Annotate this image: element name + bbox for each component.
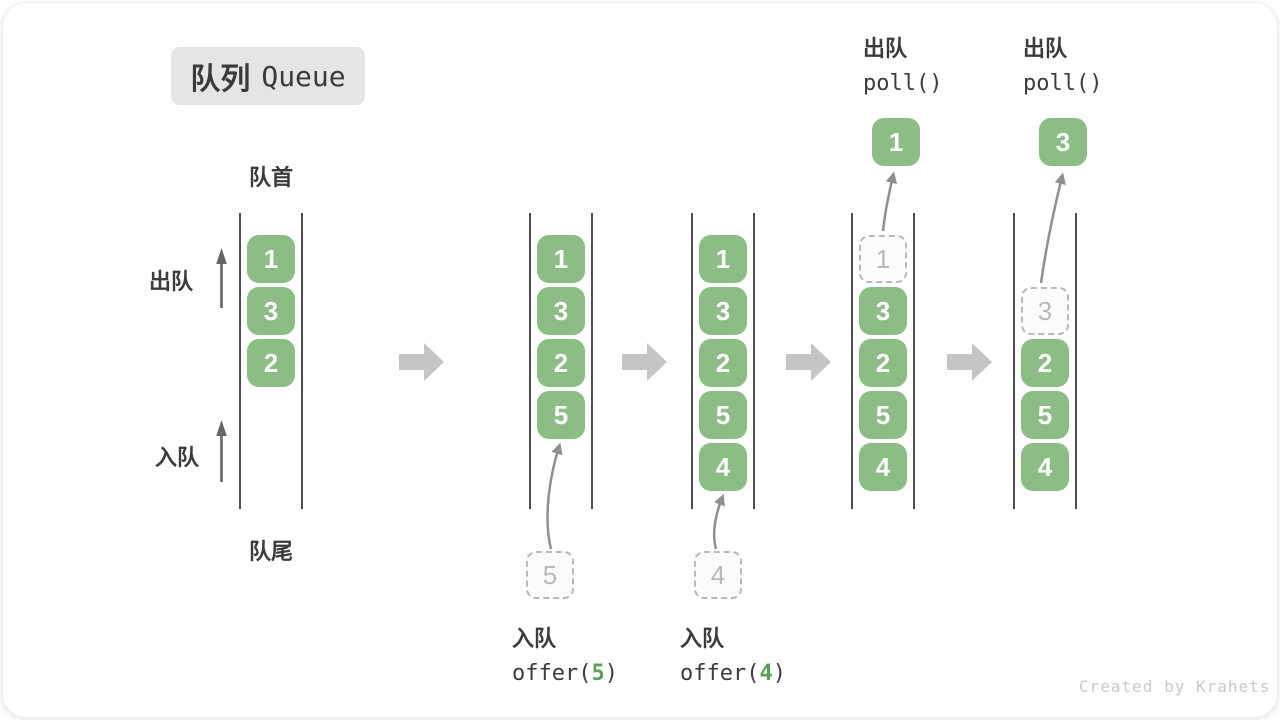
queue-front-label: 队首 — [248, 165, 293, 190]
queue-element: 2 — [247, 339, 295, 387]
queue-element: 5 — [699, 391, 747, 439]
code-post: ) — [772, 661, 786, 686]
staging-element-dashed: 5 — [526, 551, 574, 599]
queue-wall — [691, 213, 693, 509]
queue-element: 3 — [699, 287, 747, 335]
code-post: ) — [604, 661, 618, 686]
queue-wall — [753, 213, 755, 509]
operation-label-poll-3: 出队 poll() — [1023, 31, 1102, 96]
queue-element: 3 — [537, 287, 585, 335]
enqueue-side-label: 入队 — [155, 445, 200, 470]
queue-element: 5 — [537, 391, 585, 439]
queue-wall — [851, 213, 853, 509]
code-pre: offer( — [680, 661, 760, 686]
queue-element: 2 — [537, 339, 585, 387]
title-cjk: 队列 — [190, 63, 251, 96]
removed-element-dashed: 1 — [859, 235, 907, 283]
queue-element: 4 — [859, 443, 907, 491]
dequeue-motion-arrow-icon — [1039, 172, 1066, 284]
code-arg: 5 — [591, 661, 605, 686]
code-pre: offer( — [512, 661, 592, 686]
staging-element-dashed: 4 — [694, 551, 742, 599]
next-step-arrow-icon — [399, 343, 444, 381]
operation-label-poll-1: 出队 poll() — [863, 31, 942, 96]
queue-wall — [239, 213, 241, 509]
queue-element: 5 — [859, 391, 907, 439]
queue-element: 2 — [1021, 339, 1069, 387]
operation-label-offer-5: 入队 offer(5) — [512, 621, 618, 686]
operation-code: offer(5) — [512, 661, 618, 686]
queue-element: 2 — [699, 339, 747, 387]
queue-element: 3 — [247, 287, 295, 335]
queue-wall — [1075, 213, 1077, 509]
queue-element: 2 — [859, 339, 907, 387]
dequeue-motion-arrow-icon — [881, 171, 898, 232]
enqueue-motion-arrow-icon — [546, 442, 563, 550]
operation-action: 出队 — [1023, 36, 1068, 61]
queue-element: 3 — [859, 287, 907, 335]
queue-wall — [301, 213, 303, 509]
popped-element: 3 — [1039, 118, 1087, 166]
removed-element-dashed: 3 — [1021, 287, 1069, 335]
code-arg: 4 — [759, 661, 773, 686]
queue-rear-label: 队尾 — [248, 539, 293, 564]
queue-element: 5 — [1021, 391, 1069, 439]
operation-code: offer(4) — [680, 661, 786, 686]
operation-action: 入队 — [512, 626, 557, 651]
operation-code: poll() — [863, 71, 943, 96]
next-step-arrow-icon — [622, 343, 667, 381]
dequeue-side-label: 出队 — [149, 269, 194, 294]
queue-wall — [1013, 213, 1015, 509]
next-step-arrow-icon — [786, 343, 831, 381]
enqueue-motion-arrow-icon — [712, 493, 725, 550]
title-badge: 队列 Queue — [171, 47, 365, 105]
operation-action: 入队 — [680, 626, 725, 651]
title-latin: Queue — [261, 59, 346, 93]
popped-element: 1 — [872, 118, 920, 166]
next-step-arrow-icon — [947, 343, 992, 381]
queue-wall — [913, 213, 915, 509]
queue-element: 4 — [699, 443, 747, 491]
enqueue-direction-arrow-icon — [216, 420, 227, 482]
queue-element: 1 — [699, 235, 747, 283]
operation-label-offer-4: 入队 offer(4) — [680, 621, 786, 686]
queue-element: 1 — [247, 235, 295, 283]
operation-code: poll() — [1023, 71, 1103, 96]
queue-wall — [591, 213, 593, 509]
queue-element: 4 — [1021, 443, 1069, 491]
queue-element: 1 — [537, 235, 585, 283]
dequeue-direction-arrow-icon — [216, 248, 227, 308]
queue-wall — [529, 213, 531, 509]
watermark: Created by Krahets — [1079, 677, 1271, 696]
operation-action: 出队 — [863, 36, 908, 61]
